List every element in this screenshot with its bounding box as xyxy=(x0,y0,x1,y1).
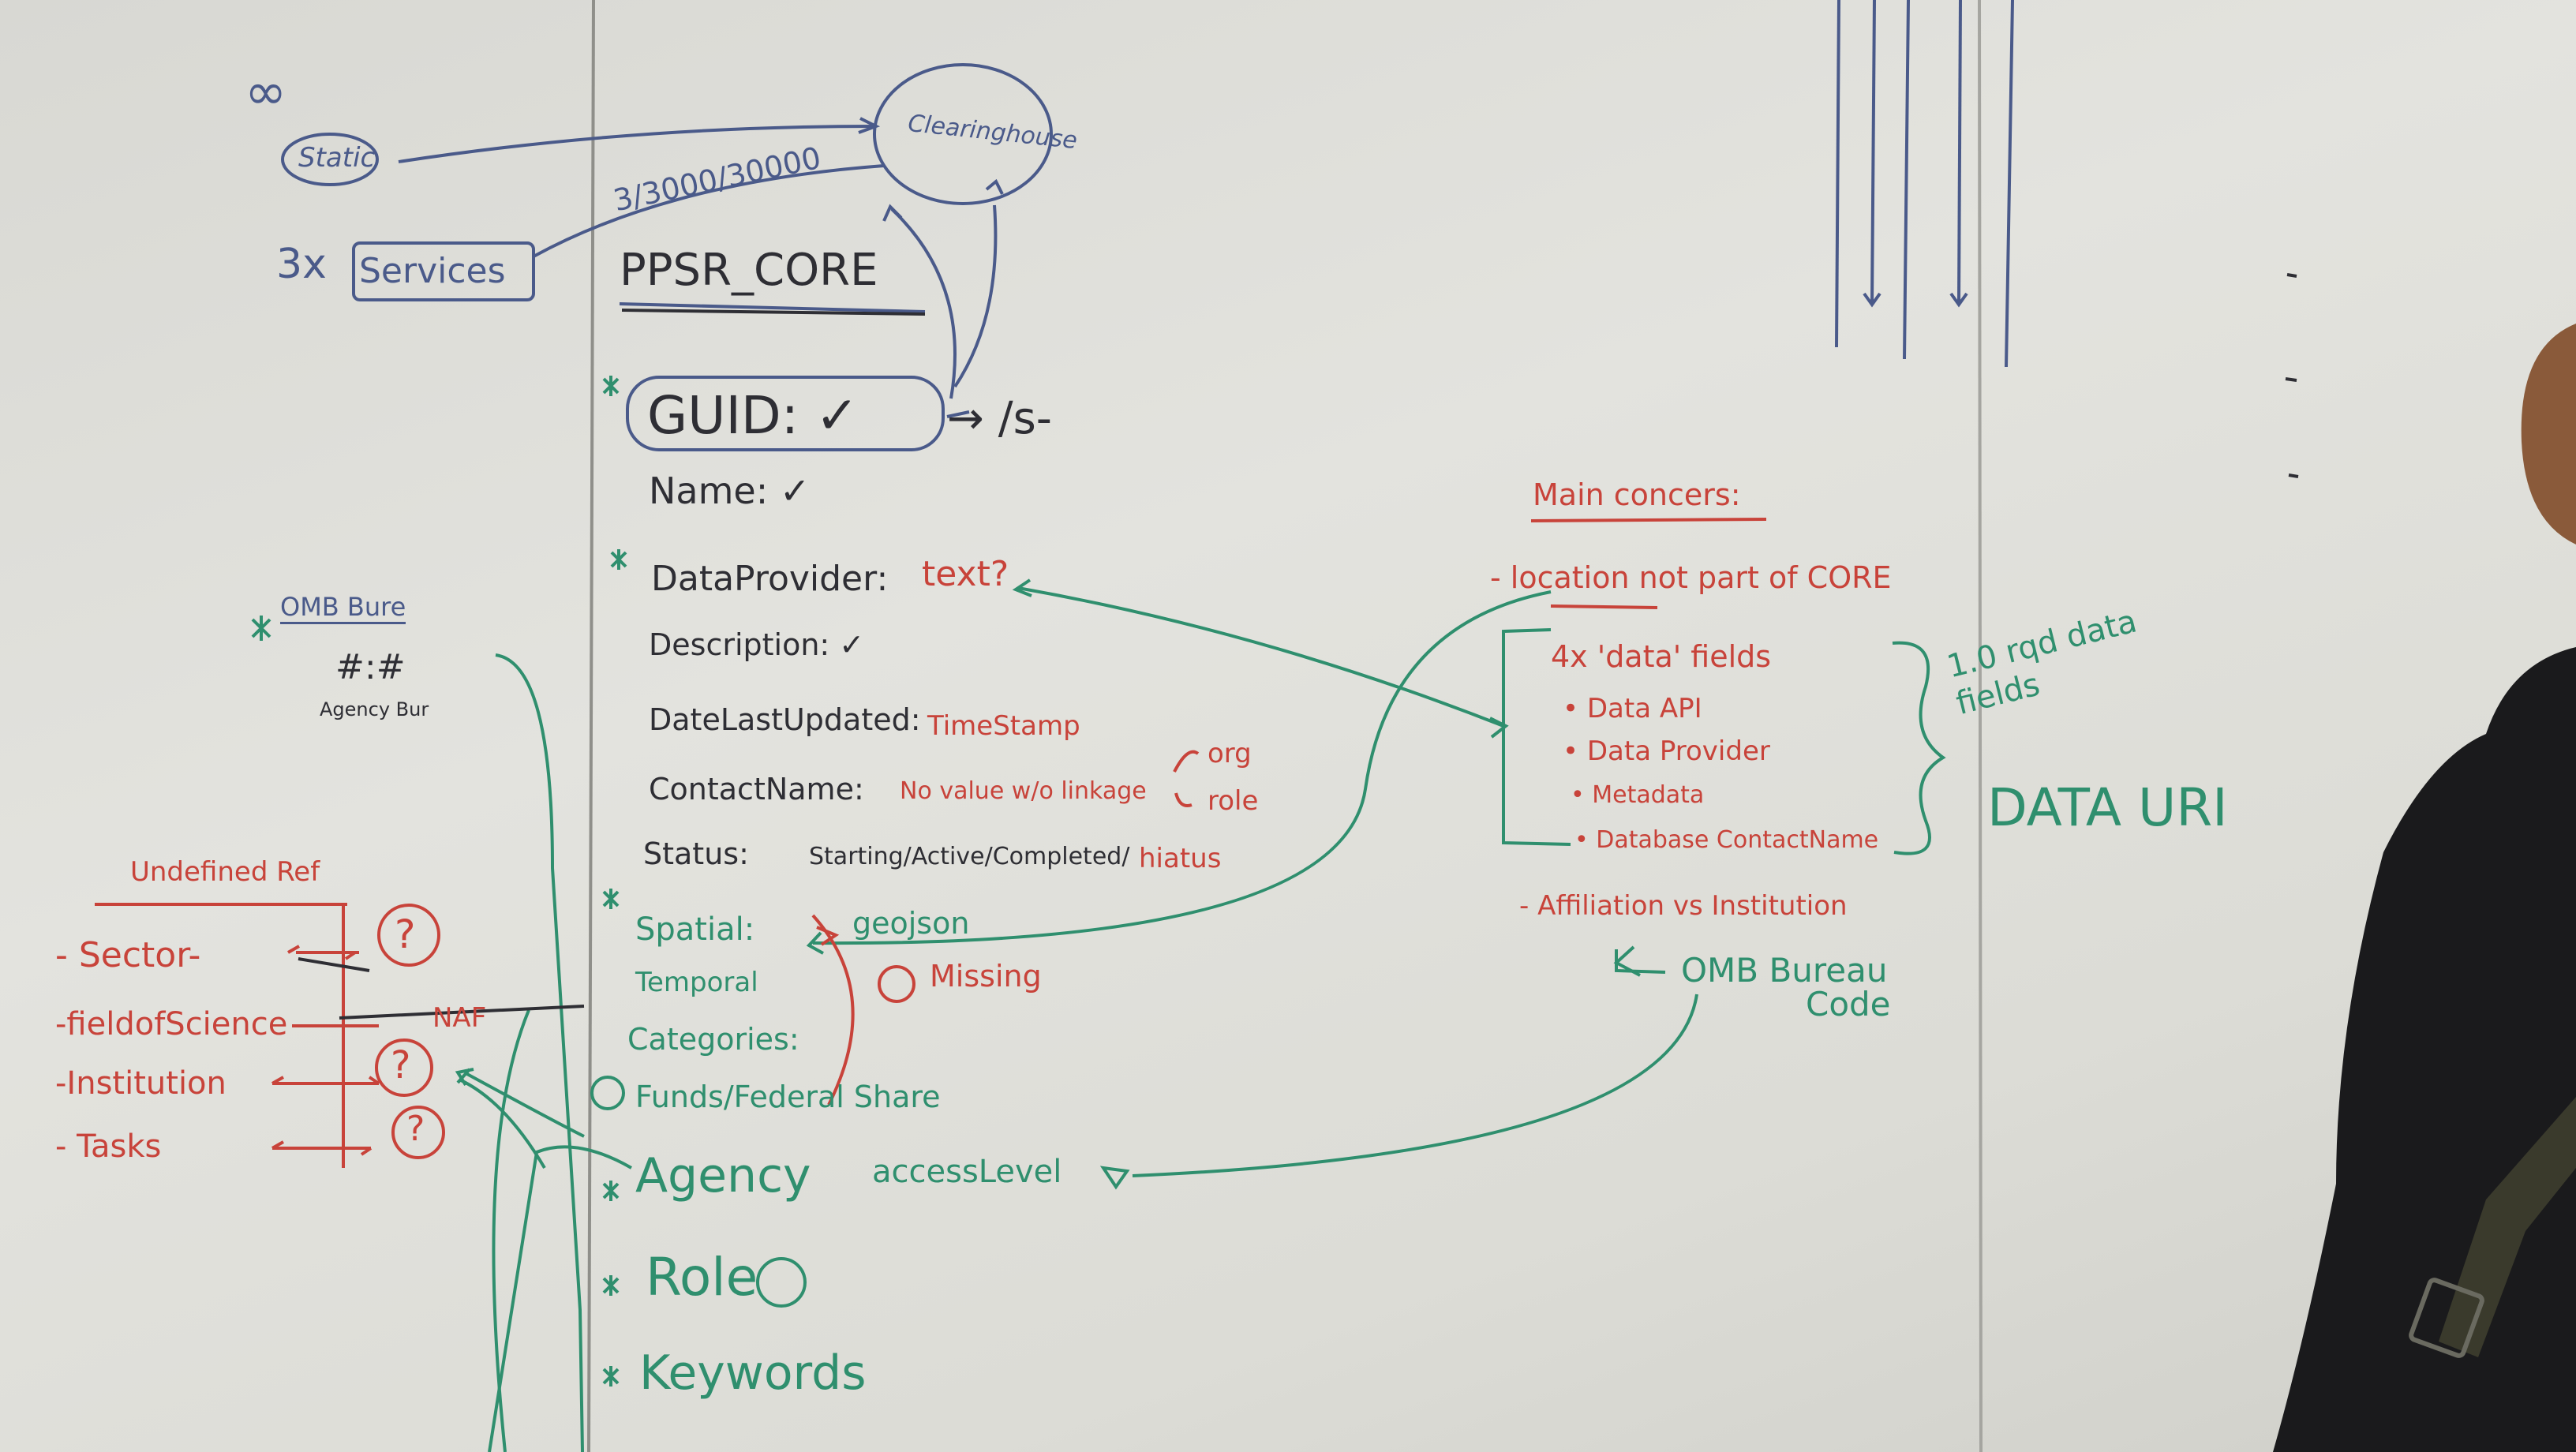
concerns-bracket xyxy=(1502,628,1571,846)
org-label: org xyxy=(1208,738,1252,769)
missing-circle xyxy=(878,965,915,1003)
ppsr-core-title: PPSR_CORE xyxy=(620,245,878,296)
missing-note: Missing xyxy=(930,959,1042,994)
temporal-field: Temporal xyxy=(635,967,758,998)
keywords-field: Keywords xyxy=(639,1345,867,1401)
concern-bullet-database-contactname: • Database ContactName xyxy=(1574,826,1879,854)
question-circle-2 xyxy=(375,1038,433,1097)
guid-field: GUID: ✓ xyxy=(647,385,859,446)
role-note: role xyxy=(1208,785,1259,817)
omb-bureau-code-line2: Code xyxy=(1806,985,1891,1024)
services-box xyxy=(352,241,535,301)
concern-bullet-data-provider: • Data Provider xyxy=(1563,735,1770,767)
concern-location: - location not part of CORE xyxy=(1490,560,1892,595)
geojson-note: geojson xyxy=(852,906,970,941)
omb-labels: Agency Bur xyxy=(320,698,429,720)
status-values: Starting/Active/Completed/ xyxy=(809,843,1130,870)
concern-affiliation: - Affiliation vs Institution xyxy=(1519,890,1848,922)
board-seam-left xyxy=(587,0,595,1452)
spatial-bracket xyxy=(811,914,855,1106)
guid-suffix: → /s- xyxy=(947,393,1052,444)
board-seam-right xyxy=(1978,0,1983,1452)
agency-field: Agency xyxy=(635,1148,811,1203)
clearinghouse-diagram xyxy=(281,63,1053,451)
accesslevel-field: accessLevel xyxy=(872,1154,1062,1190)
hair xyxy=(2521,324,2576,544)
question-mark-1: ? xyxy=(395,911,416,957)
jacket xyxy=(2273,647,2576,1452)
green-stars xyxy=(251,376,807,1387)
contactname-note: No value w/o linkage xyxy=(900,777,1147,805)
omb-hash: #:# xyxy=(335,647,406,687)
omb-bureau-title: OMB Bure xyxy=(280,592,406,624)
services-prefix: 3x xyxy=(276,241,327,288)
question-circle-1 xyxy=(377,904,440,967)
agency-drop xyxy=(495,653,584,1452)
omb-bureau-code-line1: OMB Bureau xyxy=(1681,951,1888,990)
role-field: Role xyxy=(646,1247,758,1308)
naf-link xyxy=(492,1009,530,1452)
description-field: Description: ✓ xyxy=(649,627,865,662)
datelastupdated-note: TimeStamp xyxy=(927,710,1080,742)
location-link xyxy=(812,590,1552,945)
undefined-ref-item-tasks: - Tasks xyxy=(55,1128,162,1165)
static-ellipse xyxy=(281,133,379,186)
bureau-arrow xyxy=(1615,949,1666,974)
main-concerns-title: Main concers: xyxy=(1533,477,1741,512)
omb-code-link xyxy=(1132,994,1698,1177)
dataprovider-link xyxy=(1017,586,1504,728)
undefined-ref-item-sector: - Sector- xyxy=(55,935,201,975)
black-strokes xyxy=(298,309,926,1020)
dataprovider-field: DataProvider: xyxy=(651,559,889,599)
undefined-ref-item-field-of-science: -fieldofScience xyxy=(55,1006,288,1042)
data-uri-label: DATA URI xyxy=(1987,777,2228,838)
undefined-ref-title: Undefined Ref xyxy=(130,856,320,888)
naf-label: NAF xyxy=(432,1002,487,1034)
services-label: Services xyxy=(359,251,506,291)
contactname-field: ContactName: xyxy=(649,772,864,806)
dataprovider-note: text? xyxy=(922,554,1009,594)
datelastupdated-field: DateLastUpdated: xyxy=(649,702,921,737)
spatial-field: Spatial: xyxy=(635,911,755,948)
person-silhouette xyxy=(2273,324,2576,1452)
question-mark-3: ? xyxy=(406,1109,425,1149)
guid-box xyxy=(626,376,945,451)
infinity-symbol: ∞ xyxy=(245,63,287,122)
name-field: Name: ✓ xyxy=(649,470,811,512)
concern-data-fields: 4x 'data' fields xyxy=(1551,639,1772,674)
green-connectors xyxy=(455,578,1946,1452)
categories-field: Categories: xyxy=(627,1022,799,1057)
undefined-ref-item-institution: -Institution xyxy=(55,1065,227,1102)
static-label: Static xyxy=(298,142,376,174)
question-circle-3 xyxy=(391,1106,445,1159)
strap-buckle xyxy=(2409,1278,2484,1358)
status-field: Status: xyxy=(643,836,749,871)
margin-dashes xyxy=(2285,273,2299,478)
question-mark-2: ? xyxy=(391,1043,411,1087)
concern-bullet-data-api: • Data API xyxy=(1563,693,1702,724)
curly-brace xyxy=(1892,641,1946,855)
clearinghouse-ellipse xyxy=(873,63,1053,205)
funds-field: Funds/Federal Share xyxy=(635,1080,941,1114)
top-right-arrows xyxy=(1835,0,2014,368)
concern-bullet-metadata: • Metadata xyxy=(1571,781,1705,809)
red-strokes xyxy=(95,518,1767,1168)
status-hiatus: hiatus xyxy=(1139,843,1222,874)
